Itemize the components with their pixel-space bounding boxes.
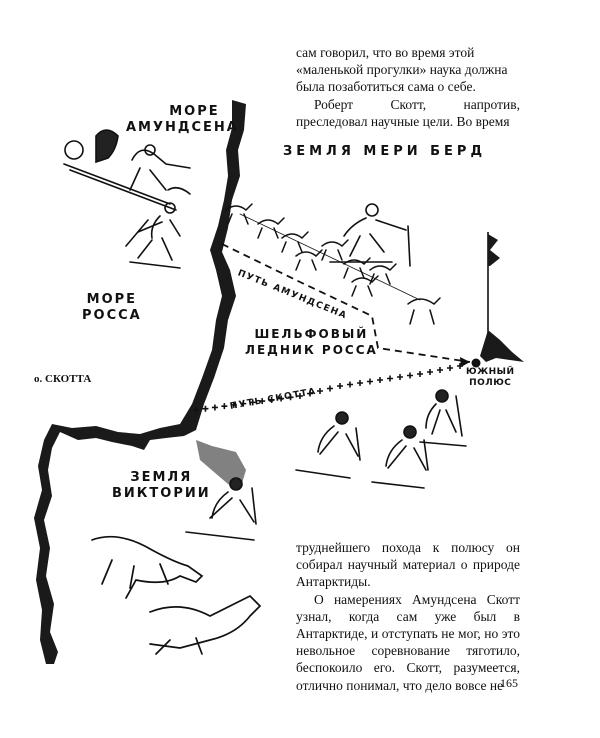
skier-with-dogs [329,203,411,267]
text-line-1: сам говорил, что во время этой [296,45,475,60]
label-victoria-land-line2: ВИКТОРИИ [112,486,211,501]
label-sea-amundsen-line1: МОРЕ [169,104,220,119]
label-south-pole: ЮЖНЫЙ ПОЛЮС [466,367,514,389]
bottom-paragraph-2: О намерениях Амундсена Скотт узнал, когд… [296,591,520,693]
scott-route-line [193,363,463,413]
text-line-4: Роберт Скотт, напротив, преследовал науч… [296,96,520,129]
label-sea-amundsen-line2: АМУНДСЕНА [126,120,239,135]
south-pole-dot [471,358,481,368]
label-sea-ross-line1: МОРЕ [86,292,138,307]
pole-flag [480,232,524,362]
coastline [34,100,246,664]
label-ross-ice-shelf: ШЕЛЬФОВЫЙ ЛЕДНИК РОССА [245,326,378,358]
ponies [91,535,262,655]
page-number: 165 [500,676,518,690]
amundsen-route-line [221,243,471,363]
text-line-2: «маленькой прогулки» наука должна [296,62,508,78]
label-sea-ross: МОРЕ РОССА [82,292,142,324]
label-ross-ice-shelf-line1: ШЕЛЬФОВЫЙ [254,327,369,341]
label-south-pole-line1: ЮЖНЫЙ [466,367,515,377]
bottom-paragraph-1: труднейшего похода к полюсу он собирал н… [296,540,520,590]
label-victoria-land: ЗЕМЛЯ ВИКТОРИИ [112,470,211,502]
sledge-party [63,129,191,211]
skier-near-coast [125,202,181,269]
skiers-group [185,389,467,541]
dog-team [225,203,441,325]
text-line-3: была позаботиться сама о себе. [296,79,476,95]
label-mary-byrd-land: ЗЕМЛЯ МЕРИ БЕРД [283,144,487,159]
label-ross-ice-shelf-line2: ЛЕДНИК РОССА [245,343,378,357]
label-victoria-land-line1: ЗЕМЛЯ [130,470,193,485]
label-south-pole-line2: ПОЛЮС [469,378,512,388]
label-sea-amundsen: МОРЕ АМУНДСЕНА [126,104,239,136]
label-scott-island: о. СКОТТА [34,373,92,385]
bottom-text-block: труднейшего похода к полюсу он собирал н… [296,539,520,694]
top-text-block: сам говорил, что во время этой «маленько… [296,44,520,130]
label-sea-ross-line2: РОССА [82,308,142,323]
